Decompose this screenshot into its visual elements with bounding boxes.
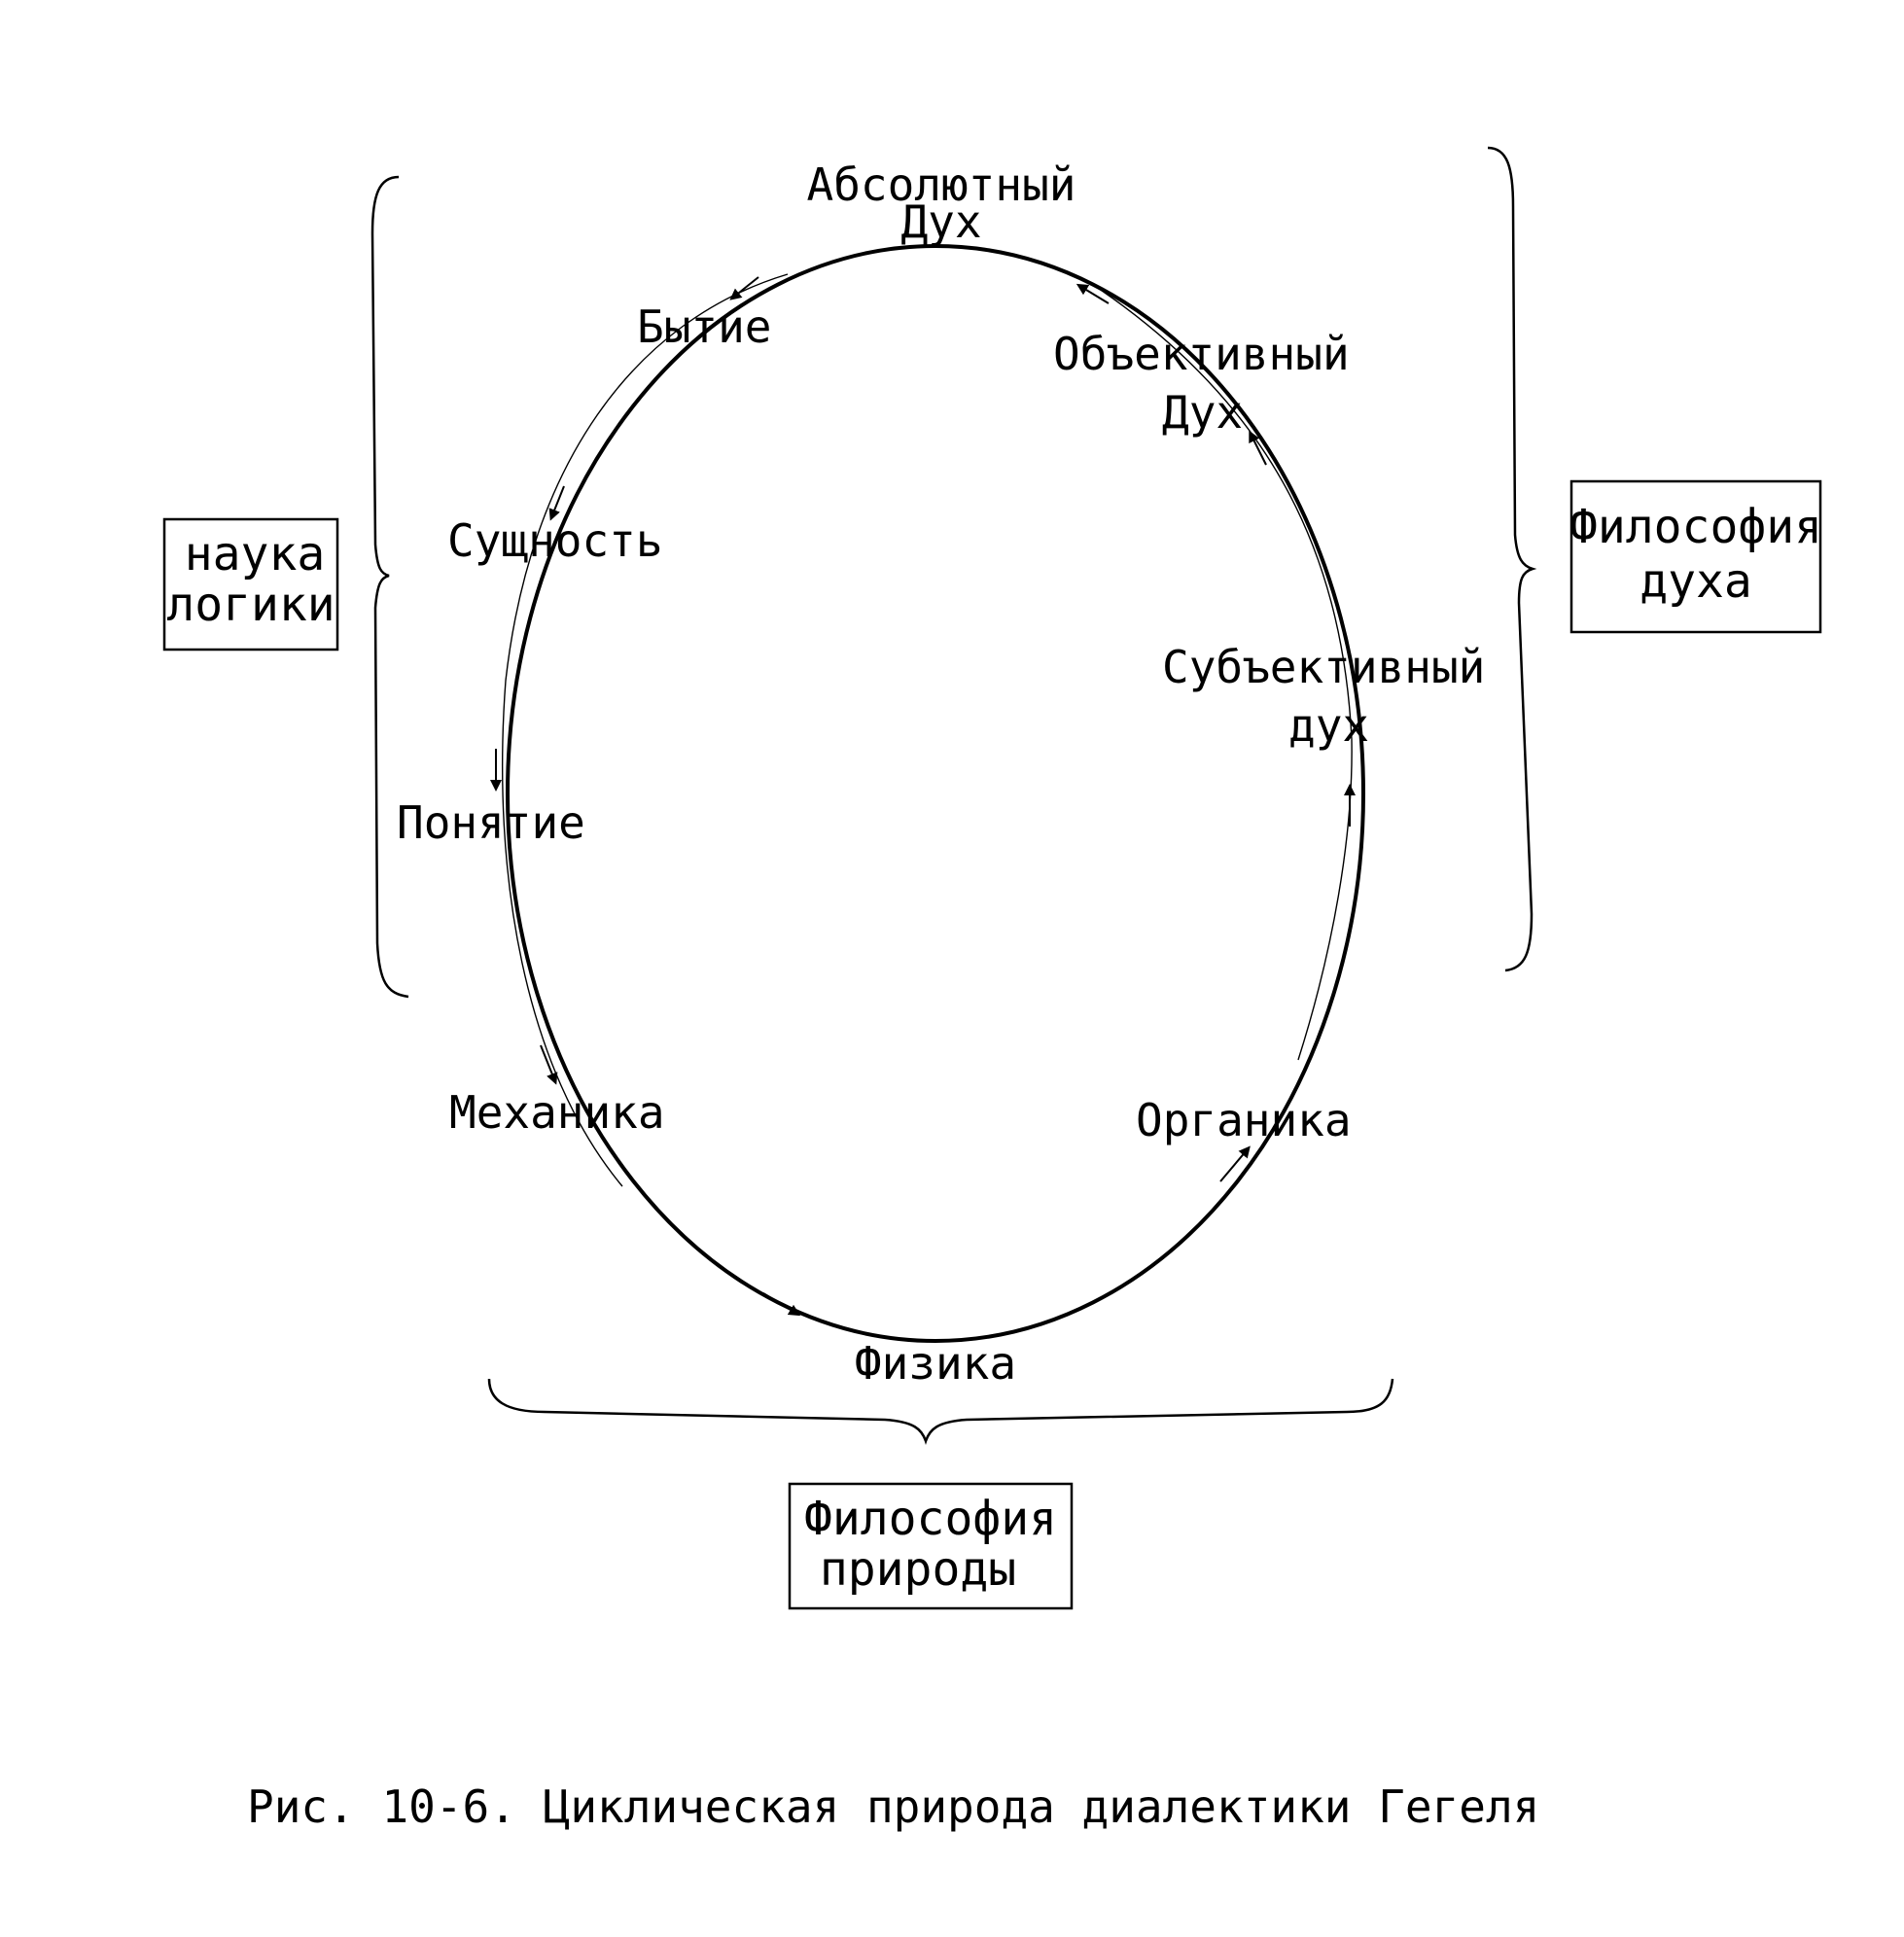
node-mechanics: Механика bbox=[449, 1086, 665, 1139]
arrow-to-mechanics bbox=[540, 1044, 558, 1085]
box-nature-line1: Философия bbox=[804, 1492, 1057, 1546]
arrow-to-objective-spirit bbox=[1249, 430, 1267, 466]
box-spirit bbox=[1569, 479, 1822, 634]
inner-trace-bottom-right bbox=[1108, 1156, 1255, 1294]
node-subjective-spirit-line1: Субъективный bbox=[1162, 641, 1485, 693]
box-logic-line1: наука bbox=[185, 527, 326, 581]
node-physics: Физика bbox=[855, 1337, 1016, 1390]
box-spirit-line2: духа bbox=[1640, 554, 1752, 609]
brace-logic bbox=[370, 175, 409, 999]
arrow-to-essence bbox=[548, 485, 565, 521]
node-objective-spirit-line2: Дух bbox=[1162, 386, 1243, 439]
box-logic bbox=[162, 517, 339, 652]
arrow-to-absolute-spirit bbox=[1075, 283, 1110, 304]
box-nature-line2: природы bbox=[820, 1542, 1016, 1597]
arrow-to-organics bbox=[1219, 1145, 1251, 1182]
node-subjective-spirit-line2: дух bbox=[1288, 699, 1369, 752]
node-essence: Сущность bbox=[447, 514, 663, 567]
box-spirit-line1: Философия bbox=[1569, 500, 1822, 554]
cycle-arrows bbox=[490, 276, 1356, 1317]
arrow-to-physics bbox=[762, 1292, 801, 1317]
brace-nature bbox=[487, 1378, 1394, 1445]
dialectic-cycle-ellipse bbox=[506, 244, 1365, 1343]
node-objective-spirit-line1: Объективный bbox=[1053, 328, 1350, 380]
brace-spirit bbox=[1487, 146, 1537, 972]
figure-caption: Рис. 10-6. Циклическая природа диалектик… bbox=[247, 1780, 1539, 1833]
arrow-to-being bbox=[729, 276, 759, 300]
inner-trace-right bbox=[1088, 281, 1353, 1061]
inner-trace-left bbox=[502, 273, 789, 1187]
node-concept: Понятие bbox=[397, 796, 585, 849]
box-logic-line2: логики bbox=[166, 578, 335, 632]
node-being: Бытие bbox=[637, 300, 771, 353]
node-organics: Органика bbox=[1136, 1094, 1352, 1146]
node-absolute-spirit-line1: Абсолютный bbox=[807, 158, 1076, 211]
node-absolute-spirit-line2: Дух bbox=[900, 195, 981, 248]
box-nature bbox=[788, 1482, 1074, 1610]
